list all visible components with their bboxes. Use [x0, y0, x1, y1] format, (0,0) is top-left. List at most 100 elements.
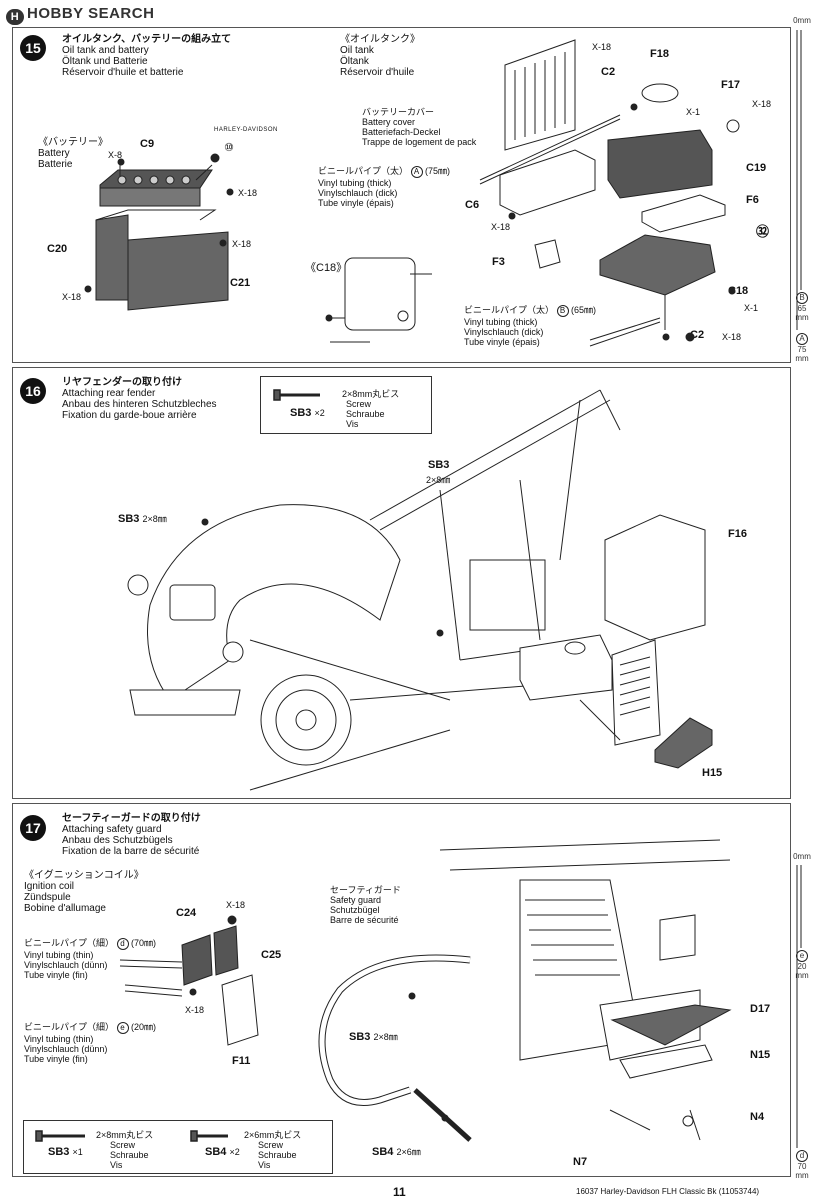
part-n7: N7 [573, 1156, 588, 1168]
ruler-b-marker: B [796, 292, 808, 304]
part-f18: F18 [650, 48, 669, 60]
ruler-mid-zero: 0mm [793, 852, 811, 861]
step-16-title-fr: Fixation du garde-boue arrière [62, 410, 197, 421]
tube-e-caption: ビニールパイプ（細） e (20㎜) Vinyl tubing (thin) V… [24, 1022, 156, 1064]
step-15-title-fr: Réservoir d'huile et batterie [62, 67, 184, 78]
ruler-e-length: 20 [797, 962, 807, 971]
sb4-code: SB4 [205, 1146, 227, 1158]
guard-en: Safety guard [330, 895, 382, 905]
tube-d-caption: ビニールパイプ（細） d (70㎜) Vinyl tubing (thin) V… [24, 938, 156, 980]
battery-caption-jp: 《バッテリー》 [38, 137, 108, 148]
coil-fr: Bobine d'allumage [24, 903, 106, 914]
part-f6: F6 [746, 194, 759, 206]
tube-a-de: Vinylschlauch (dick) [318, 188, 398, 198]
ruler-a-unit: mm [795, 354, 809, 363]
step-15-title-jp: オイルタンク、バッテリーの組み立て [62, 34, 232, 45]
tube-e-length: (20㎜) [131, 1022, 157, 1032]
part-sb3-left-code: SB3 [118, 513, 140, 525]
coil-de: Zündspule [24, 892, 71, 903]
part-x18b: X-18 [232, 239, 252, 249]
tube-a-jp: ビニールパイプ（太） [318, 166, 409, 176]
sb3-en: Screw [110, 1140, 136, 1150]
tube-thick-b-caption: ビニールパイプ（太） B (65㎜) Vinyl tubing (thick) … [464, 305, 596, 347]
part-f3: F3 [492, 256, 505, 268]
part-sb3-left: SB3 2×8㎜ [118, 512, 167, 525]
part-sb4-guard: SB4 2×6㎜ [372, 1145, 421, 1158]
sb4-de: Schraube [258, 1150, 297, 1160]
part-d17: D17 [750, 1003, 771, 1015]
site-name: HOBBY SEARCH [27, 5, 155, 22]
sb3-screw-code: SB3 ×1 [48, 1146, 83, 1158]
page-number: 11 [393, 1185, 406, 1199]
screw-en: Screw [346, 399, 372, 409]
ruler-b-unit: mm [795, 313, 809, 322]
coil-en: Ignition coil [24, 881, 75, 892]
oil-tank-caption-de: Öltank [340, 56, 369, 67]
safety-guard-caption: セーフティガード Safety guard Schutzbügel Barre … [330, 885, 401, 925]
battery-brand-label: HARLEY-DAVIDSON [214, 127, 278, 133]
part-f17: F17 [721, 79, 740, 91]
marker-d: d [116, 938, 129, 950]
step-16-screw-code: SB3 ×2 [290, 407, 325, 419]
part-c19: C19 [746, 162, 767, 174]
sb3-qty: ×1 [72, 1147, 83, 1157]
part-c2b: C2 [690, 329, 705, 341]
sb4-fr: Vis [258, 1160, 271, 1170]
part-c20: C20 [47, 243, 68, 255]
battery-caption: 《バッテリー》 Battery Batterie [38, 137, 108, 170]
marker-a: A [410, 166, 423, 178]
ruler-d: d 70 mm [791, 1150, 813, 1180]
battery-cover-fr: Trappe de logement de pack [362, 137, 477, 147]
step-16-title-de: Anbau des hinteren Schutzbleches [62, 399, 217, 410]
part-sb3-left-size: 2×8㎜ [142, 514, 167, 524]
oil-tank-caption: 《オイルタンク》 Oil tank Öltank Réservoir d'hui… [340, 34, 420, 78]
part-sb3-top-size: 2×8㎜ [426, 475, 451, 485]
ruler-e-unit: mm [795, 971, 809, 980]
sb4-screw-code: SB4 ×2 [205, 1146, 240, 1158]
part-n4: N4 [750, 1111, 765, 1123]
part-x18e: X-18 [752, 99, 772, 109]
logo-badge-icon: H [6, 9, 24, 25]
screw-size: 2×8mm丸ビス [342, 389, 400, 399]
battery-cover-jp: バッテリーカバー [362, 107, 435, 117]
part-c21: C21 [230, 277, 251, 289]
tube-b-de: Vinylschlauch (dick) [464, 327, 544, 337]
sb4-qty: ×2 [229, 1147, 240, 1157]
ruler-d-unit: mm [795, 1171, 809, 1180]
screw-fr: Vis [346, 419, 359, 429]
marker-e: e [116, 1022, 129, 1034]
guard-fr: Barre de sécurité [330, 915, 399, 925]
part-c2: C2 [601, 66, 616, 78]
tube-a-fr: Tube vinyle (épais) [318, 198, 394, 208]
ruler-b-length: 65 [797, 304, 807, 313]
tube-d-en: Vinyl tubing (thin) [24, 950, 94, 960]
oil-tank-caption-jp: 《オイルタンク》 [340, 34, 420, 45]
screw-code: SB3 [290, 407, 312, 419]
screw-de: Schraube [346, 409, 385, 419]
step-17-screw-box [23, 1120, 333, 1174]
battery-cover-de: Batteriefach-Deckel [362, 127, 441, 137]
ruler-top-zero: 0mm [793, 16, 811, 25]
guard-jp: セーフティガード [330, 885, 401, 895]
c18-detail-label: 《C18》 [305, 262, 348, 274]
ruler-a: A 75 mm [791, 333, 813, 363]
tube-d-jp: ビニールパイプ（細） [24, 938, 115, 948]
tube-a-length: (75㎜) [425, 166, 451, 176]
part-sb3-guard-size: 2×8㎜ [373, 1032, 398, 1042]
step-17-title-de: Anbau des Schutzbügels [62, 835, 173, 846]
step-15-title-de: Öltank und Batterie [62, 56, 148, 67]
part-h15: H15 [702, 767, 723, 779]
battery-caption-de: Batterie [38, 159, 73, 170]
part-x1b: X-1 [744, 303, 759, 313]
sb4-size: 2×6mm丸ビス [244, 1130, 302, 1140]
part-x18-coil-bottom: X-18 [185, 1005, 205, 1015]
step-17-title-en: Attaching safety guard [62, 824, 162, 835]
tube-b-fr: Tube vinyle (épais) [464, 337, 540, 347]
part-x18g: X-18 [722, 332, 742, 342]
sb3-size: 2×8mm丸ビス [96, 1130, 154, 1140]
tube-b-length: (65㎜) [571, 305, 597, 315]
part-x18d: X-18 [592, 42, 612, 52]
part-x18a: X-18 [238, 188, 258, 198]
